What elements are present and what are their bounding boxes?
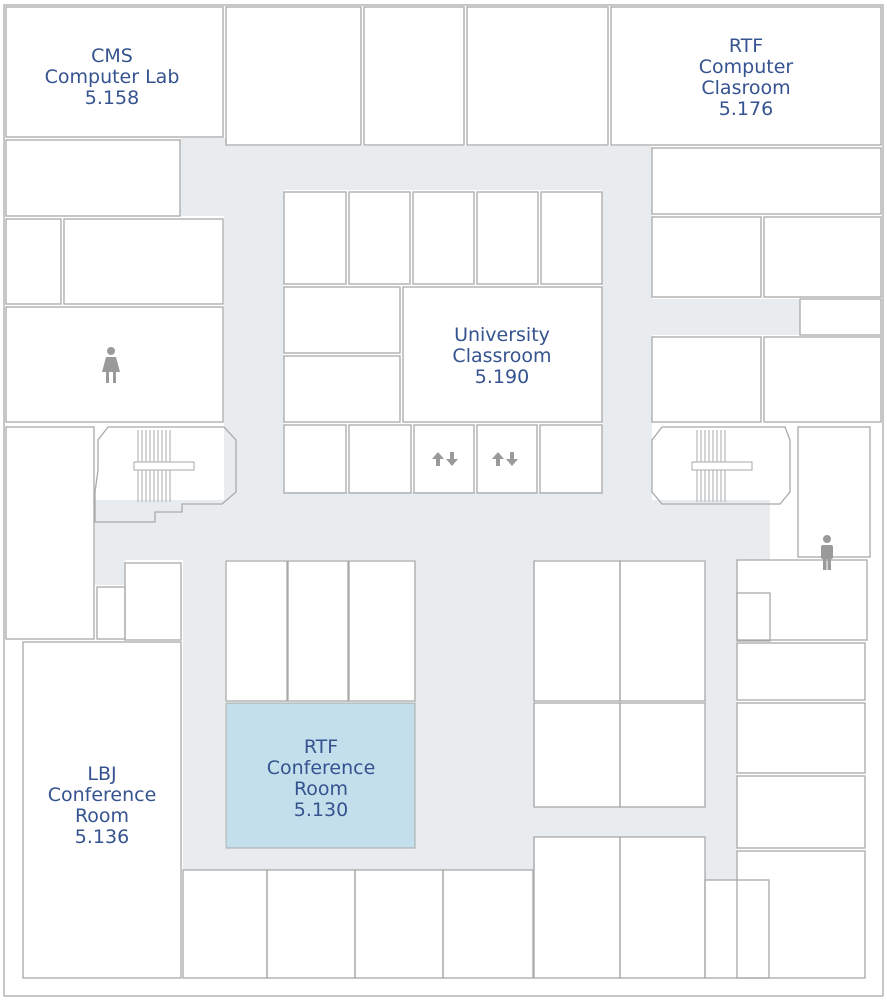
room-label-rtf-classroom: RTF Computer Clasroom 5.176 — [656, 36, 836, 120]
stairs-icon — [133, 430, 195, 502]
room-name-line: Room — [74, 805, 130, 827]
room-name-line: Room — [293, 778, 349, 800]
elevator-icon — [492, 452, 518, 466]
room-university — [402, 286, 603, 423]
room-name-line: Computer Lab — [44, 66, 180, 88]
room-label-lbj-conference: LBJ Conference Room 5.136 — [12, 764, 192, 848]
room-name-line: RTF — [303, 736, 339, 758]
mens-restroom-icon — [821, 535, 833, 570]
womens-restroom-icon — [102, 347, 120, 383]
room-name-line: LBJ — [87, 763, 117, 785]
room-number: 5.136 — [74, 826, 130, 848]
room-name-line: Clasroom — [701, 77, 791, 99]
corridors — [95, 138, 800, 880]
room-name-line: Conference — [47, 784, 157, 806]
room-label-cms-lab: CMS Computer Lab 5.158 — [22, 46, 202, 109]
room-name-line: Classroom — [452, 345, 552, 367]
elevator-icon — [432, 452, 458, 466]
room-number: 5.130 — [293, 799, 349, 821]
room-name-line: RTF — [728, 35, 764, 57]
room-rtf-classroom — [610, 6, 882, 146]
walls — [3, 4, 884, 997]
room-name-line: Computer — [698, 56, 794, 78]
room-name-line: Conference — [266, 757, 376, 779]
stairs-icon — [691, 430, 753, 502]
room-number: 5.176 — [718, 98, 774, 120]
room-name-line: University — [454, 324, 550, 346]
room-number: 5.158 — [84, 87, 140, 109]
room-number: 5.190 — [474, 366, 530, 388]
room-lbj-conference — [22, 641, 182, 979]
rtf-conference-room-highlight[interactable] — [225, 702, 416, 849]
room-label-rtf-conference: RTF Conference Room 5.130 — [231, 737, 411, 821]
room-name-line: CMS — [91, 45, 133, 67]
room-label-university: University Classroom 5.190 — [412, 325, 592, 388]
room-cms-lab — [5, 6, 224, 138]
